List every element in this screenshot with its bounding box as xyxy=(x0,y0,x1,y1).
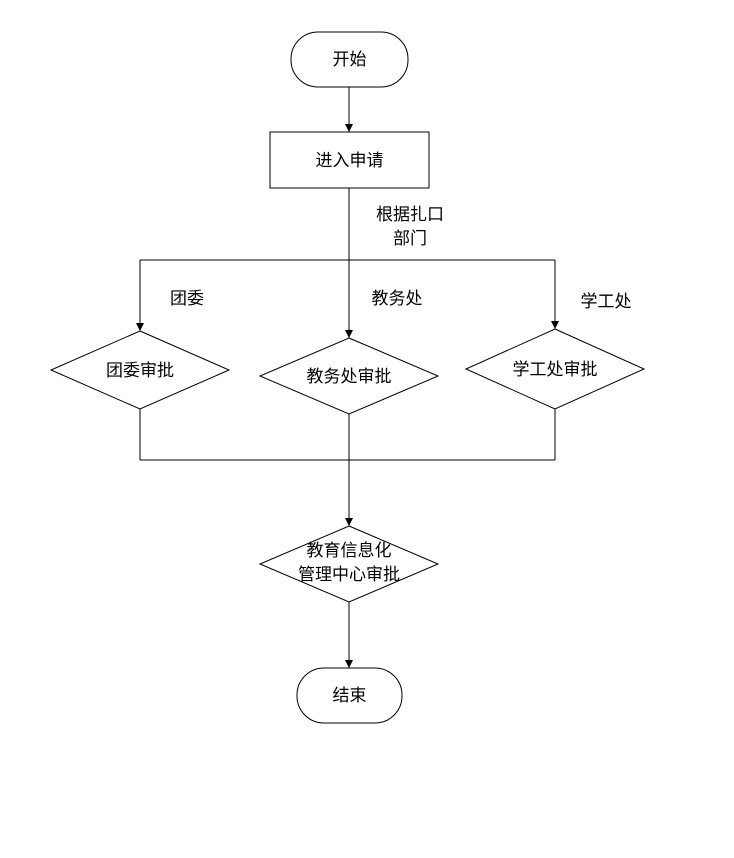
end-label: 结束 xyxy=(333,686,367,706)
youth-league-node: 团委审批 xyxy=(49,330,231,410)
edge-label-youth-league: 团委 xyxy=(170,289,204,309)
end-node: 结束 xyxy=(296,667,403,724)
start-node: 开始 xyxy=(290,31,409,88)
apply-node: 进入申请 xyxy=(269,131,430,189)
student-affairs-label: 学工处审批 xyxy=(513,360,598,380)
start-label: 开始 xyxy=(333,50,367,70)
apply-process-shape xyxy=(269,131,430,189)
student-affairs-node: 学工处审批 xyxy=(464,328,646,410)
end-terminator-shape xyxy=(296,667,403,724)
info-center-label-line2: 管理中心审批 xyxy=(298,565,400,585)
info-center-decision-shape xyxy=(258,525,440,603)
route-label: 根据扎口 部门 xyxy=(376,205,444,249)
edge-label-student-affairs: 学工处 xyxy=(581,292,632,312)
youth-league-label: 团委审批 xyxy=(106,361,174,381)
route-label-line2: 部门 xyxy=(393,229,427,249)
apply-label: 进入申请 xyxy=(316,151,384,171)
route-label-line1: 根据扎口 xyxy=(376,205,444,225)
info-center-label-line1: 教育信息化 xyxy=(307,541,392,561)
academic-affairs-label: 教务处审批 xyxy=(307,367,392,387)
edge-label-academic-affairs: 教务处 xyxy=(372,289,423,309)
academic-affairs-node: 教务处审批 xyxy=(258,337,440,415)
info-center-node: 教育信息化 管理中心审批 xyxy=(258,525,440,603)
